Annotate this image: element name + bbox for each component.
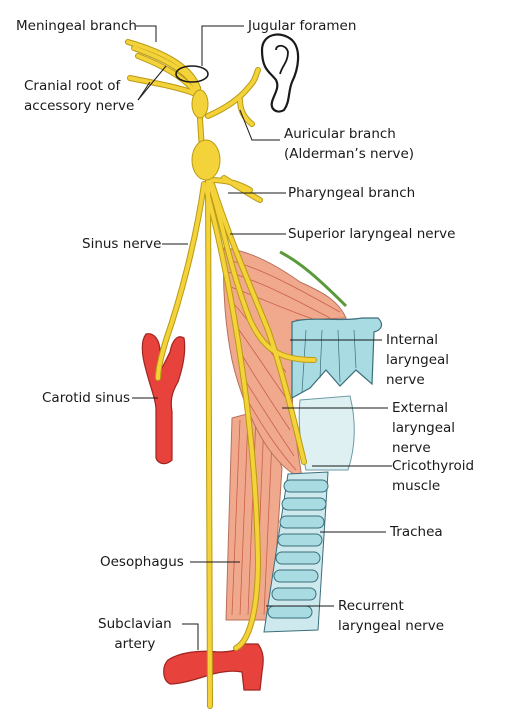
carotid-sinus-shape bbox=[141, 333, 186, 465]
label-oesophagus: Oesophagus bbox=[100, 554, 184, 570]
trachea-shape bbox=[263, 471, 329, 633]
label-sinus-nerve: Sinus nerve bbox=[82, 236, 162, 252]
ear-icon bbox=[260, 33, 300, 113]
ganglia bbox=[191, 89, 221, 181]
larynx bbox=[298, 395, 355, 471]
label-trachea: Trachea bbox=[390, 524, 443, 540]
subclavian-artery-shape bbox=[163, 643, 264, 691]
label-subclavian-artery: Subclavian artery bbox=[98, 616, 172, 652]
label-recurrent-laryngeal-nerve: Recurrent laryngeal nerve bbox=[338, 598, 445, 634]
label-internal-laryngeal-nerve: Internal laryngeal nerve bbox=[386, 332, 450, 388]
label-auricular-branch: Auricular branch (Alderman’s nerve) bbox=[284, 126, 415, 162]
label-meningeal-branch: Meningeal branch bbox=[16, 18, 137, 34]
label-superior-laryngeal-nerve: Superior laryngeal nerve bbox=[288, 226, 456, 242]
label-jugular-foramen: Jugular foramen bbox=[248, 18, 357, 34]
label-cranial-root: Cranial root of accessory nerve bbox=[24, 78, 135, 114]
label-external-laryngeal-nerve: External laryngeal nerve bbox=[392, 400, 456, 456]
label-pharyngeal-branch: Pharyngeal branch bbox=[288, 185, 416, 201]
label-carotid-sinus: Carotid sinus bbox=[42, 390, 131, 406]
vagus-nerves bbox=[125, 39, 317, 709]
jugular-foramen-ring bbox=[175, 65, 209, 83]
label-cricothyroid-muscle: Cricothyroid muscle bbox=[392, 458, 475, 494]
leader-lines bbox=[132, 25, 392, 650]
